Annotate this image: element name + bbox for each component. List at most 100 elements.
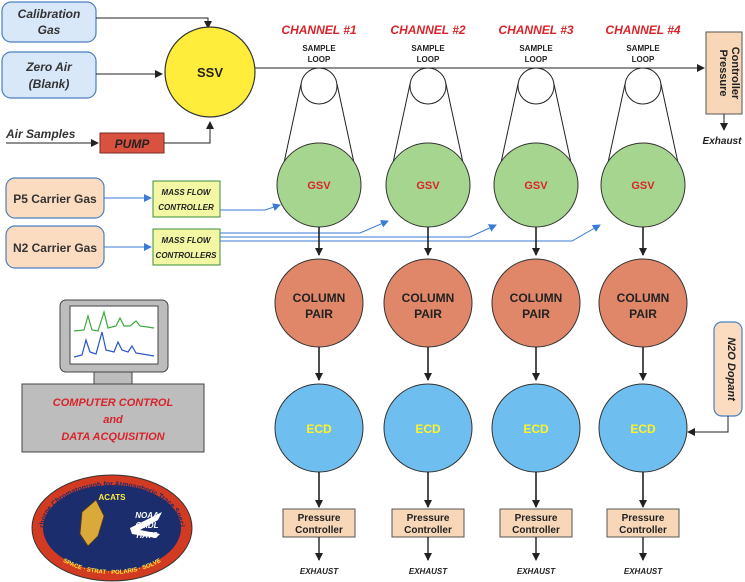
mfc-multi-label-1: MASS FLOW (162, 236, 212, 245)
sample-loop-3 (517, 67, 555, 105)
exhaust-label-4: EXHAUST (624, 567, 663, 576)
exhaust-label-2: EXHAUST (409, 567, 448, 576)
logo-airplane-icon (130, 512, 162, 538)
computer-base (21, 383, 205, 453)
column-pair-label-4-b: PAIR (629, 307, 657, 321)
p5-carrier-gas-label: P5 Carrier Gas (13, 192, 97, 206)
p5-carrier-gas-box: P5 Carrier Gas (5, 177, 105, 219)
gsv-label-2: GSV (416, 180, 440, 192)
calibration-line (96, 17, 212, 29)
sample-loop-label-2-a: SAMPLE (411, 44, 445, 53)
monitor-screen (69, 305, 159, 365)
zero-air-label-1: Zero Air (25, 60, 73, 74)
ssv-node: SSV (164, 26, 256, 118)
calibration-gas-label-2: Gas (38, 23, 61, 37)
exhaust-label-3: EXHAUST (517, 567, 556, 576)
logo-center-text: ACATS (99, 493, 127, 502)
pressure-label-3-b: Controller (512, 525, 560, 536)
logo-line-2: CMDL (135, 521, 158, 530)
mfc-single-box: MASS FLOW CONTROLLER (152, 180, 221, 218)
sample-loop-label-3-b: LOOP (525, 55, 548, 64)
ssv-label: SSV (197, 65, 223, 80)
gsv-label-4: GSV (631, 180, 655, 192)
main-pressure-controller: Pressure Controller (705, 31, 743, 115)
ecd-label-1: ECD (306, 422, 332, 436)
pressure-label-1-a: Pressure (298, 513, 341, 524)
pump-box: PUMP (99, 132, 165, 154)
loop-line-left-3 (498, 83, 519, 173)
n2-to-gsv3-line (220, 224, 497, 238)
chromatogram-blue-trace (73, 331, 155, 358)
loop-line-right-3 (553, 83, 574, 173)
channel-title-1: CHANNEL #1 (281, 23, 356, 37)
pressure-label-4-b: Controller (619, 525, 667, 536)
n2o-dopant-label: N2O Dopant (725, 337, 737, 402)
sample-loop-4 (624, 67, 662, 105)
loop-line-right-1 (336, 83, 357, 173)
zero-air-box: Zero Air (Blank) (1, 51, 97, 99)
loop-line-left-4 (605, 83, 626, 173)
loop-line-right-4 (660, 83, 681, 173)
pressure-label-3-a: Pressure (515, 513, 558, 524)
n2-carrier-gas-label: N2 Carrier Gas (13, 241, 97, 255)
calibration-gas-label-1: Calibration (18, 7, 81, 21)
channel-title-2: CHANNEL #2 (390, 23, 465, 37)
pressure-controller-2 (391, 508, 465, 538)
mfc-multi-label-2: CONTROLLERS (156, 251, 218, 260)
column-pair-label-3-b: PAIR (522, 307, 550, 321)
logo-tiger-icon (79, 499, 105, 547)
main-exhaust-label: Exhaust (703, 136, 743, 147)
computer-label-2: and (103, 414, 123, 426)
calibration-gas-box: Calibration Gas (1, 1, 97, 43)
column-pair-label-3-a: COLUMN (510, 291, 563, 305)
column-pair-label-1-b: PAIR (305, 307, 333, 321)
pressure-label-2-b: Controller (404, 525, 452, 536)
pressure-label-1-b: Controller (295, 525, 343, 536)
gsv-label-3: GSV (524, 180, 548, 192)
monitor-stand (93, 371, 133, 385)
ecd-label-4: ECD (630, 422, 656, 436)
computer-label-3: DATA ACQUISITION (61, 431, 165, 443)
main-pressure-label-1: Pressure (717, 49, 729, 96)
gsv-label-1: GSV (307, 180, 331, 192)
column-pair-label-4-a: COLUMN (617, 291, 670, 305)
ecd-label-2: ECD (415, 422, 441, 436)
sample-loop-1 (300, 67, 338, 105)
zero-air-label-2: (Blank) (29, 77, 70, 91)
n2o-to-ecd4-line (687, 416, 729, 436)
n2-to-gsv2-line (220, 220, 389, 234)
sample-loop-label-3-a: SAMPLE (519, 44, 553, 53)
pressure-label-4-a: Pressure (622, 513, 665, 524)
sample-loop-label-1-a: SAMPLE (302, 44, 336, 53)
ecd-label-3: ECD (523, 422, 549, 436)
main-pressure-label-2: Controller (729, 47, 741, 100)
column-pair-label-2-a: COLUMN (402, 291, 455, 305)
logo-line-1: NOAA (135, 511, 159, 520)
pressure-label-2-a: Pressure (407, 513, 450, 524)
chromatogram-green-trace (73, 309, 155, 332)
mfc-single-label-1: MASS FLOW (162, 188, 212, 197)
loop-line-left-1 (281, 83, 302, 173)
n2-to-gsv4-line (220, 224, 601, 242)
sample-loop-2 (409, 67, 447, 105)
loop-line-left-2 (390, 83, 411, 173)
column-pair-label-1-a: COLUMN (293, 291, 346, 305)
channel-title-3: CHANNEL #3 (498, 23, 573, 37)
loop-line-right-2 (445, 83, 466, 173)
sample-loop-label-2-b: LOOP (417, 55, 440, 64)
pressure-controller-1 (282, 508, 356, 538)
p5-to-gsv1-line (220, 203, 281, 212)
logo-line-3: HATS (136, 531, 158, 540)
pump-to-ssv-line (164, 121, 214, 144)
sample-loop-label-4-b: LOOP (632, 55, 655, 64)
channel-title-4: CHANNEL #4 (605, 23, 680, 37)
sample-loop-label-1-b: LOOP (308, 55, 331, 64)
computer-terminal: COMPUTER CONTROL and DATA ACQUISITION (21, 299, 205, 453)
mfc-single-label-2: CONTROLLER (158, 203, 214, 212)
sample-loop-label-4-a: SAMPLE (626, 44, 660, 53)
pump-label: PUMP (115, 137, 151, 151)
n2-carrier-gas-box: N2 Carrier Gas (5, 225, 105, 269)
pressure-controller-4 (606, 508, 680, 538)
